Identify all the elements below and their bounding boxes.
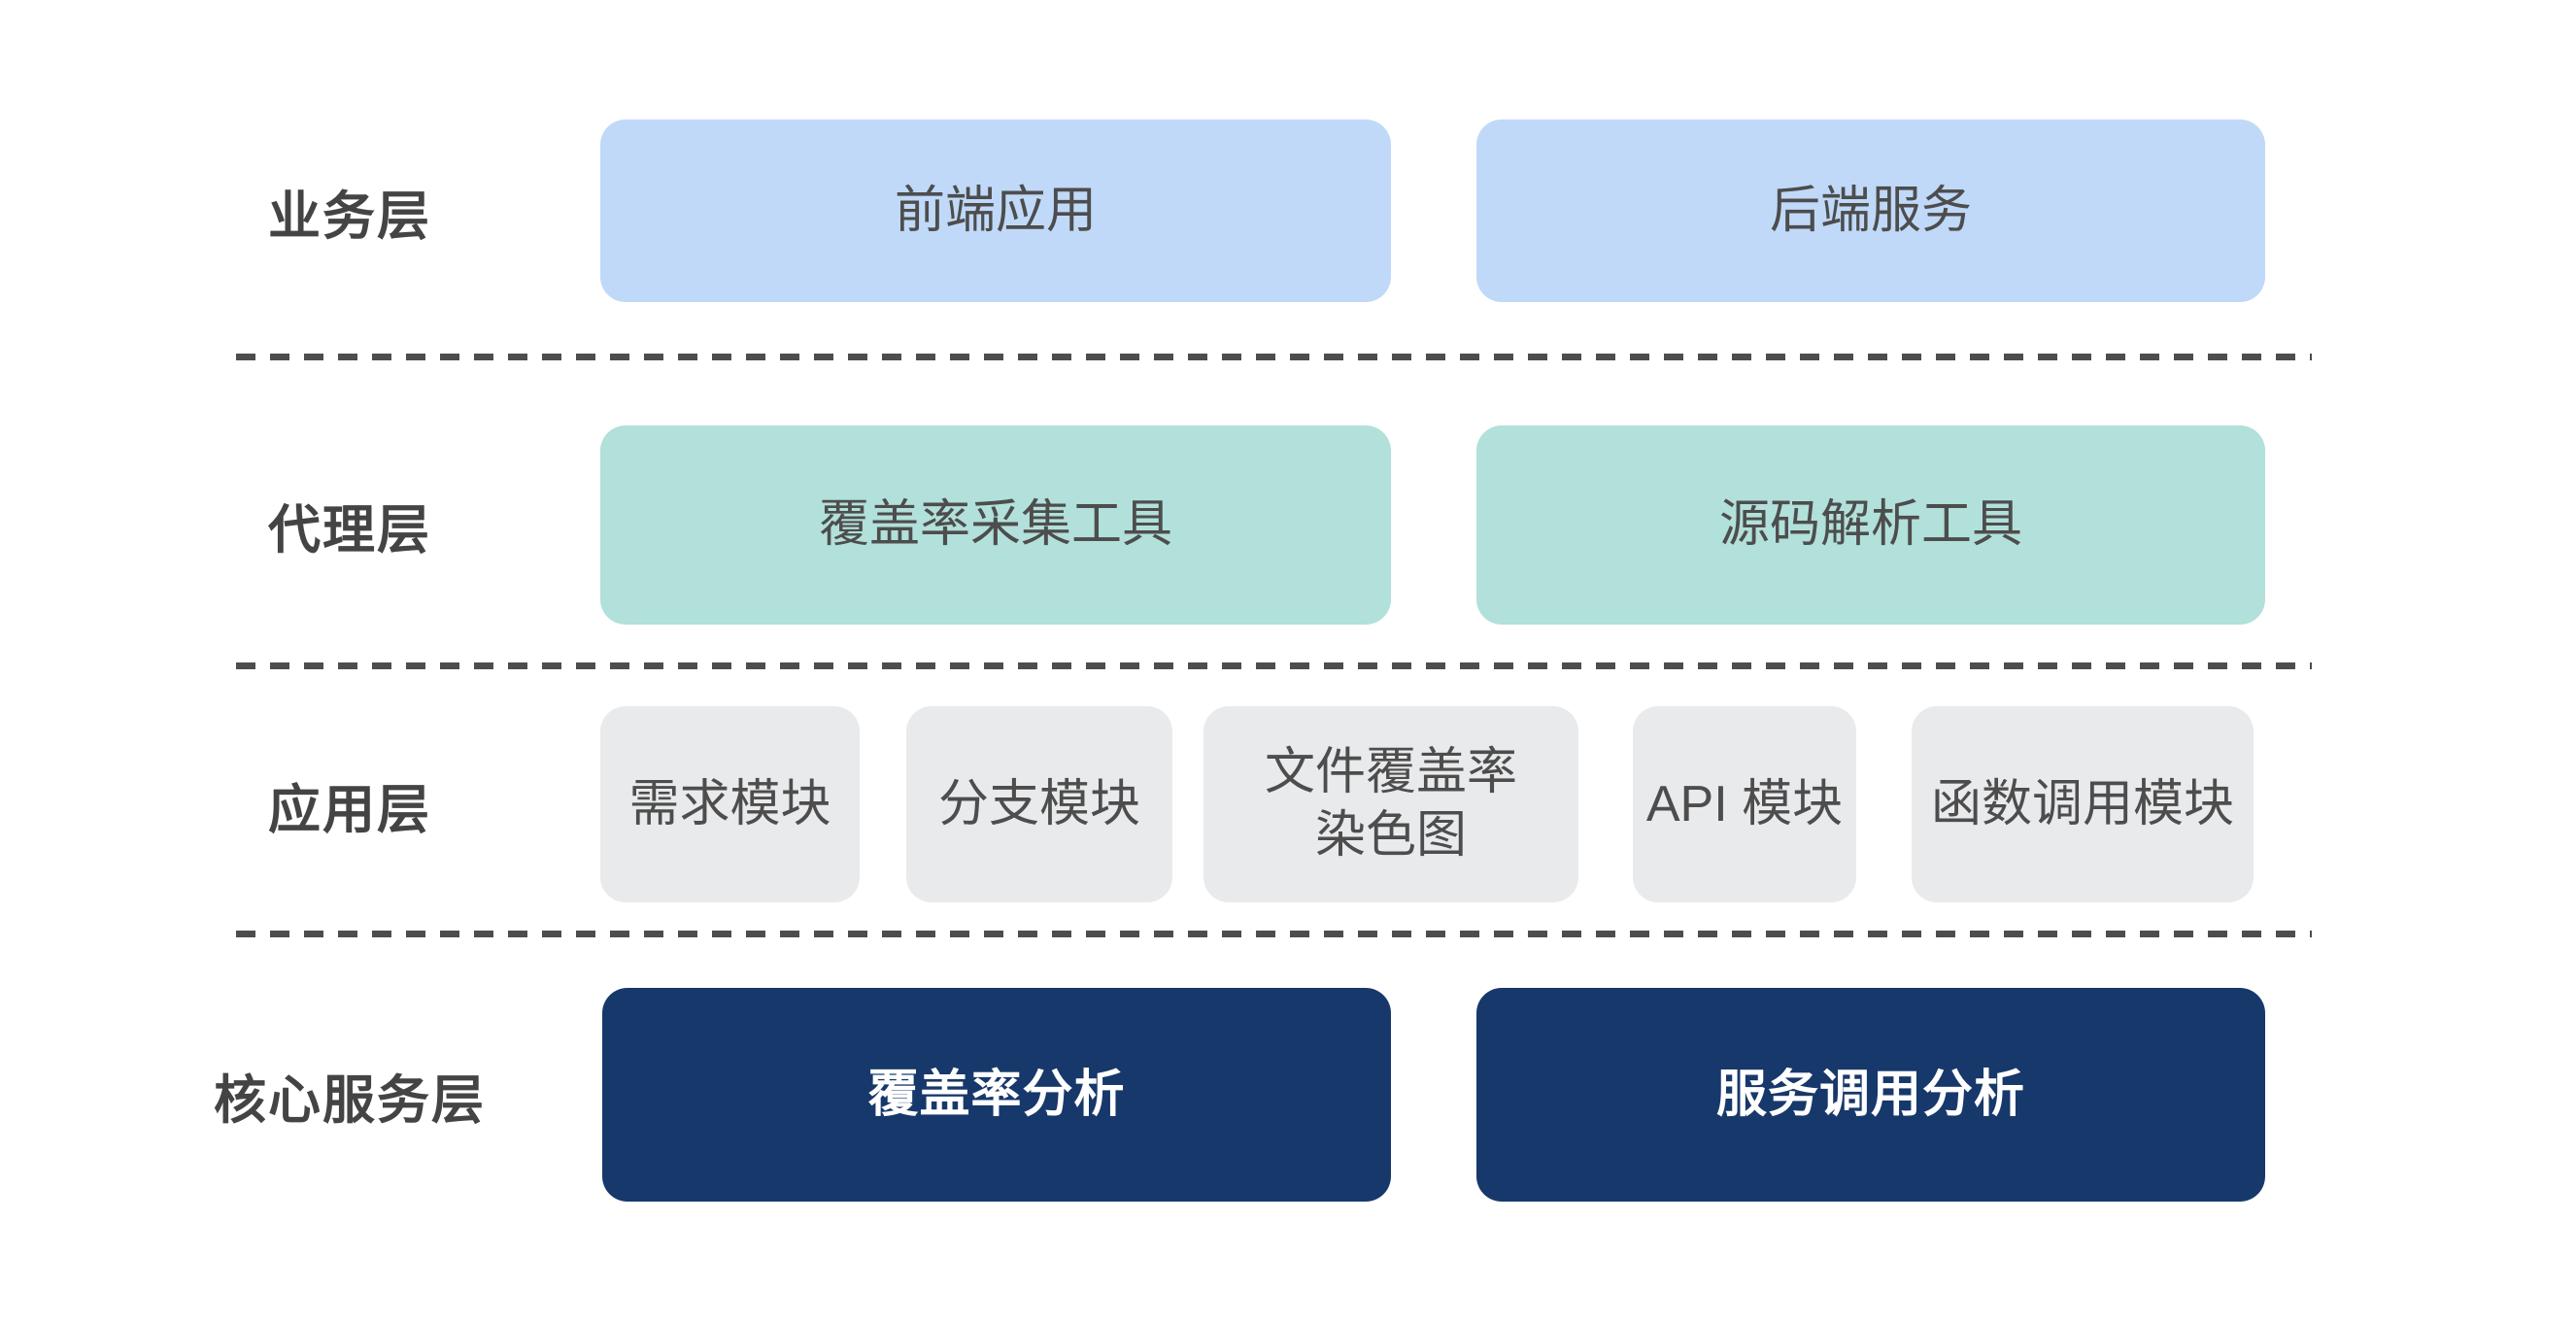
box-source-code-parser-tool: 源码解析工具 <box>1476 425 2265 625</box>
box-branch-module: 分支模块 <box>906 706 1172 902</box>
box-backend-service: 后端服务 <box>1476 119 2265 302</box>
layer-label-business: 业务层 <box>268 187 431 246</box>
layer-divider-2 <box>236 662 2312 669</box>
box-coverage-collection-tool: 覆盖率采集工具 <box>600 425 1391 625</box>
layer-divider-1 <box>236 354 2312 360</box>
layer-divider-3 <box>236 931 2312 937</box>
box-coverage-analysis: 覆盖率分析 <box>602 988 1391 1202</box>
box-file-coverage-heatmap: 文件覆盖率 染色图 <box>1203 706 1578 902</box>
box-api-module: API 模块 <box>1633 706 1856 902</box>
layer-label-proxy: 代理层 <box>268 501 431 560</box>
layer-label-application: 应用层 <box>268 780 431 839</box>
box-requirement-module: 需求模块 <box>600 706 860 902</box>
layer-label-core-service: 核心服务层 <box>214 1070 486 1130</box>
box-service-call-analysis: 服务调用分析 <box>1476 988 2265 1202</box>
box-frontend-app: 前端应用 <box>600 119 1391 302</box>
box-function-call-module: 函数调用模块 <box>1912 706 2254 902</box>
